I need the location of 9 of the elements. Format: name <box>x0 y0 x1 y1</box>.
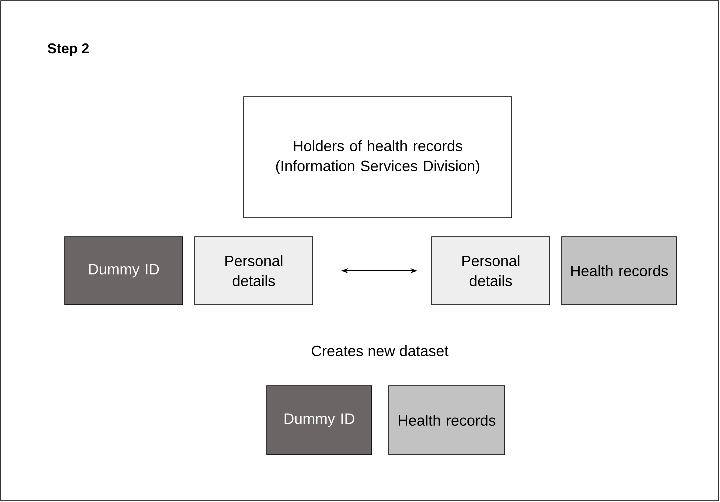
records-box: Health records <box>388 386 506 456</box>
records-box: Health records <box>562 236 678 306</box>
details-box: Personal details <box>432 236 550 306</box>
id-box: Dummy ID <box>64 236 184 306</box>
caption-text: Creates new dataset <box>312 345 449 356</box>
id-box: Dummy ID <box>266 386 372 456</box>
heading: Step 2 <box>48 44 89 56</box>
holder-box: Holders of health records (Information Services Division) <box>244 96 512 218</box>
details-box: Personal details <box>194 236 314 306</box>
